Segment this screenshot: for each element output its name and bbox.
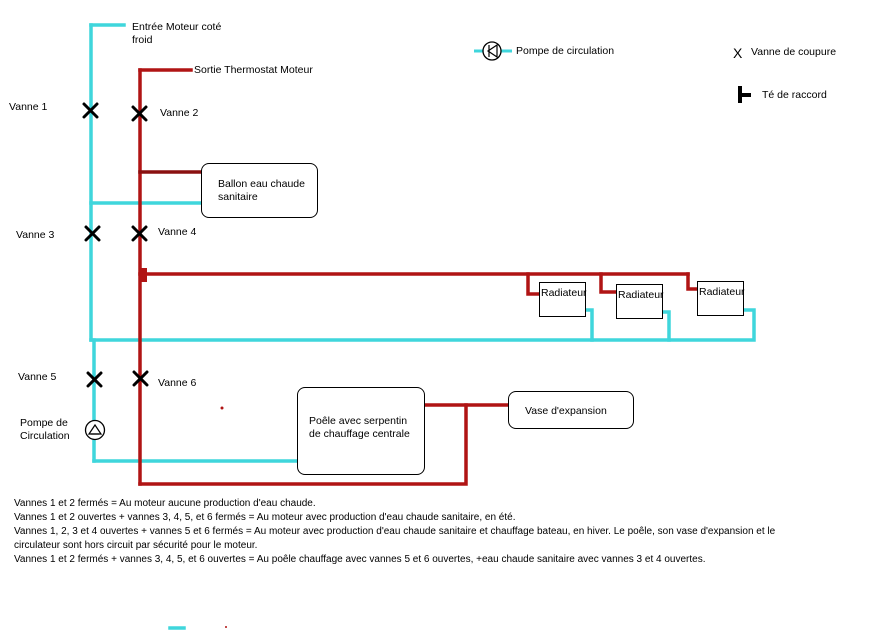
- marker-dot: [220, 406, 224, 410]
- engine-inlet-label: Entrée Moteur coté froid: [132, 21, 222, 46]
- hot-pipes: [138, 68, 699, 486]
- valve-4-label: Vanne 4: [158, 226, 197, 238]
- radiator-2[interactable]: Radiateur: [616, 284, 664, 319]
- radiator-2-label: Radiateur: [618, 289, 664, 301]
- hot-rad1-riser: [526, 272, 541, 296]
- legend-valve-label: Vanne de coupure: [751, 46, 837, 58]
- hot-poele-return: [138, 403, 468, 486]
- circulation-pump-icon[interactable]: [84, 419, 106, 441]
- legend-pump-label: Pompe de circulation: [516, 45, 615, 57]
- pump-label: Pompe de Circulation: [20, 417, 70, 442]
- valve-1-icon[interactable]: [82, 102, 99, 119]
- valve-configuration-notes: Vannes 1 et 2 fermés = Au moteur aucune …: [14, 497, 866, 567]
- valve-4-icon[interactable]: [131, 225, 148, 242]
- note-line: Vannes 1 et 2 fermés + vannes 3, 4, 5, e…: [14, 554, 706, 565]
- valves: [82, 102, 149, 388]
- expansion-tank-label: Vase d'expansion: [525, 405, 607, 417]
- cold-rad2-leg: [661, 310, 671, 342]
- valve-3-label: Vanne 3: [16, 229, 55, 241]
- hot-water-tank[interactable]: Ballon eau chaude sanitaire: [201, 163, 318, 218]
- note-line: Vannes 1 et 2 ouvertes + vannes 3, 4, 5,…: [14, 512, 516, 523]
- radiator-1-label: Radiateur: [541, 287, 587, 299]
- hot-rad2-riser: [599, 272, 618, 294]
- cold-radiator-return: [89, 308, 756, 342]
- legend-tee-icon: [738, 86, 751, 103]
- valve-6-icon[interactable]: [132, 370, 149, 387]
- legend-valve-icon: X: [733, 45, 743, 61]
- radiator-3[interactable]: Radiateur: [697, 281, 745, 316]
- stove-with-coil[interactable]: Poêle avec serpentin de chauffage centra…: [297, 387, 425, 475]
- legend-pump-icon: [474, 41, 512, 61]
- note-line: Vannes 1 et 2 fermés = Au moteur aucune …: [14, 498, 316, 509]
- valve-3-icon[interactable]: [84, 225, 101, 242]
- radiator-3-label: Radiateur: [699, 286, 745, 298]
- valve-1-label: Vanne 1: [9, 101, 48, 113]
- cold-rad1-leg: [584, 308, 594, 342]
- valve-2-label: Vanne 2: [160, 107, 199, 119]
- thermostat-outlet-label: Sortie Thermostat Moteur: [194, 64, 313, 76]
- hot-rad3-riser: [686, 272, 699, 291]
- stove-label: Poêle avec serpentin de chauffage centra…: [309, 415, 410, 440]
- valve-2-icon[interactable]: [131, 105, 148, 122]
- expansion-tank[interactable]: Vase d'expansion: [508, 391, 634, 429]
- bottom-dot: [225, 626, 227, 628]
- cold-pipes: [89, 23, 756, 630]
- hot-water-tank-label: Ballon eau chaude sanitaire: [218, 178, 305, 203]
- cold-main-vertical: [89, 23, 96, 463]
- valve-5-icon[interactable]: [86, 371, 103, 388]
- valve-5-label: Vanne 5: [18, 371, 57, 383]
- note-line: Vannes 1, 2, 3 et 4 ouvertes + vannes 5 …: [14, 526, 776, 551]
- valve-6-label: Vanne 6: [158, 377, 197, 389]
- legend-tee-label: Té de raccord: [762, 89, 827, 101]
- radiator-1[interactable]: Radiateur: [539, 282, 587, 317]
- tee-fitting: [141, 268, 147, 282]
